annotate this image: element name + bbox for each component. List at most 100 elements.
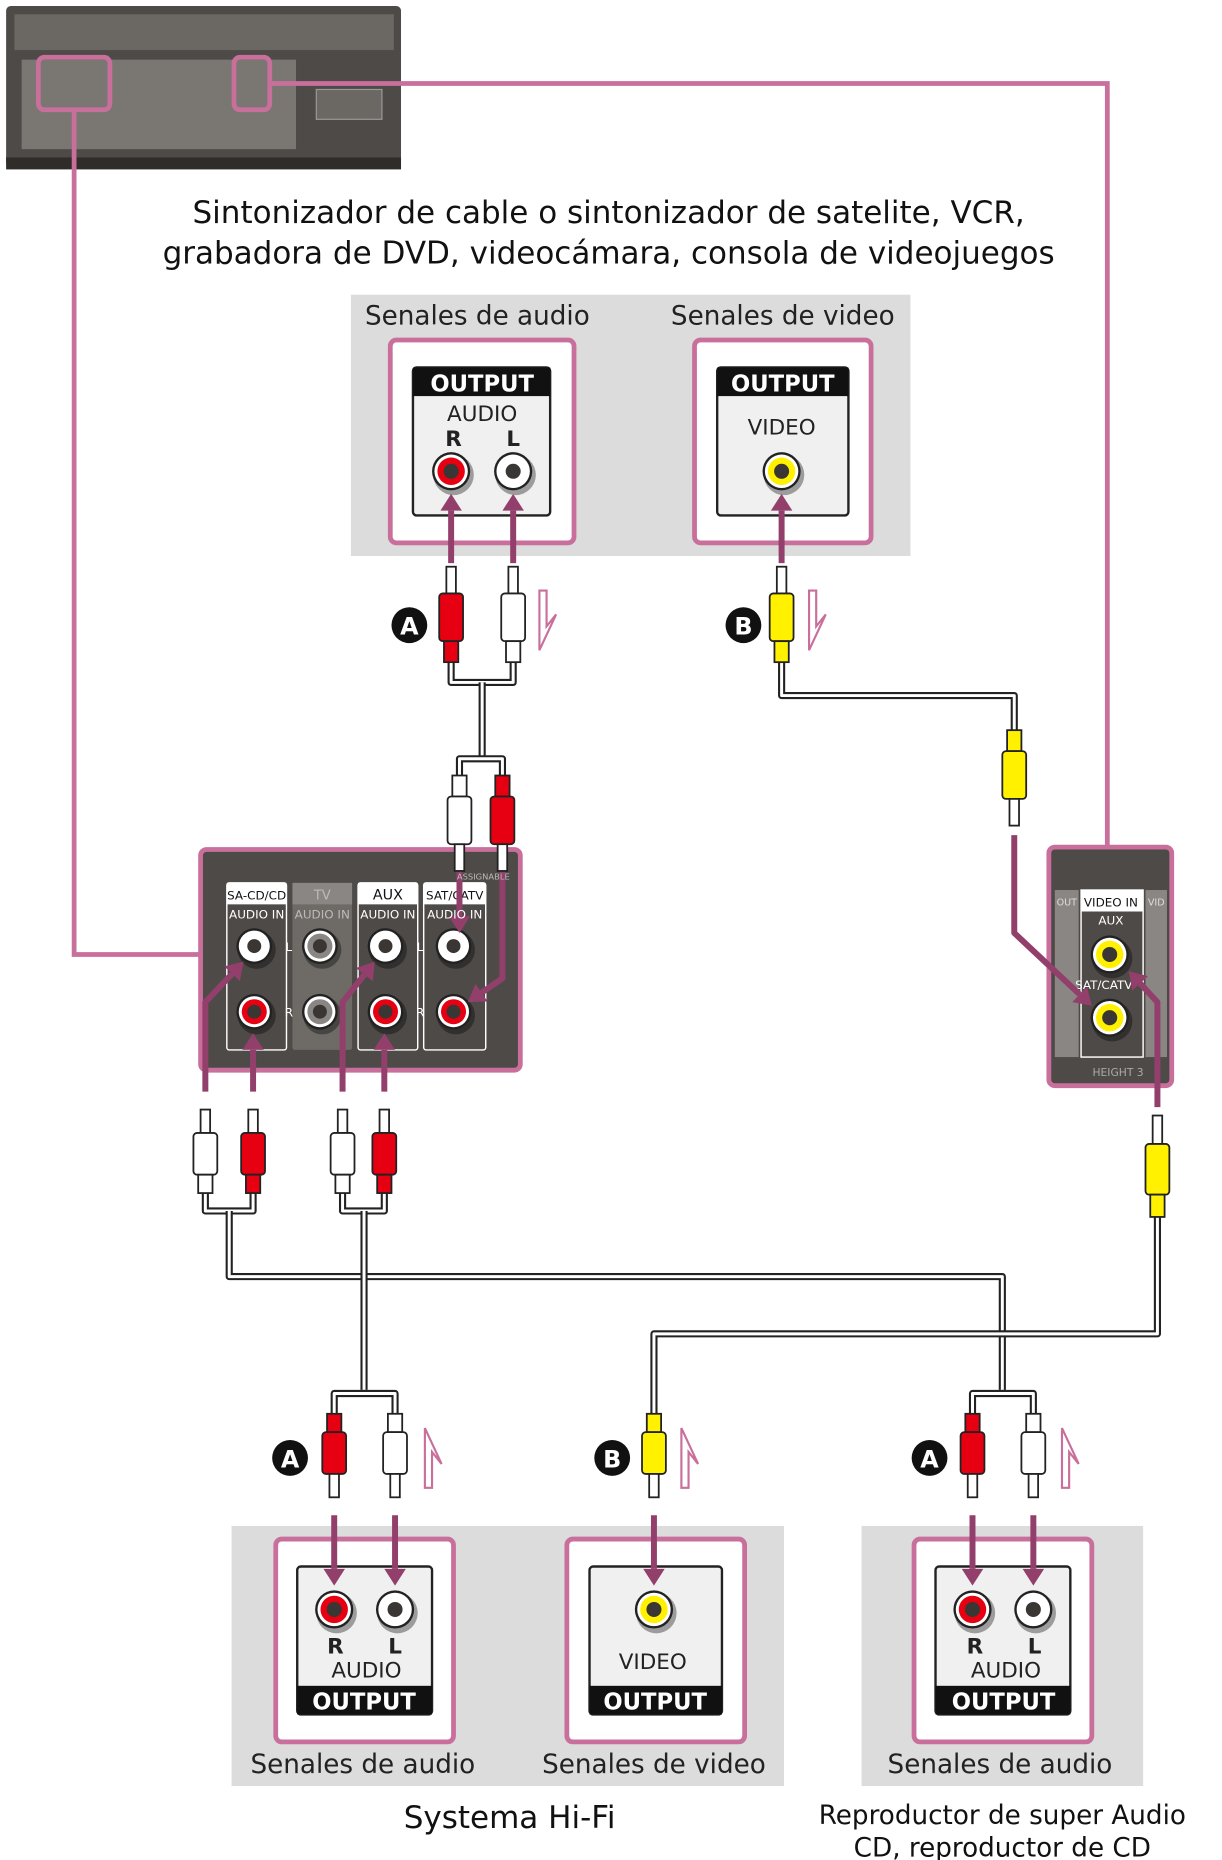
- output-header: OUTPUT: [312, 1690, 416, 1716]
- yellow-jack: [1090, 998, 1133, 1042]
- hifi-caption: Systema Hi-Fi: [404, 1800, 616, 1836]
- svg-text:A: A: [920, 1445, 939, 1473]
- output-header: OUTPUT: [731, 371, 835, 397]
- red-plug: [959, 1412, 986, 1499]
- video-in-label: VIDEO IN: [1084, 896, 1138, 910]
- red-jack: [315, 1590, 357, 1634]
- video-label: VIDEO: [748, 415, 816, 440]
- white-plug: [1020, 1412, 1047, 1499]
- cable: [968, 1389, 1037, 1414]
- inactive-jack: [301, 993, 342, 1035]
- connection-arrow: [502, 493, 524, 564]
- r-label: R: [967, 1635, 984, 1660]
- red-jack: [953, 1590, 996, 1634]
- cd-caption-1: Reproductor de super Audio: [819, 1801, 1186, 1831]
- yellow-jack: [634, 1590, 677, 1634]
- title-line-1: Sintonizador de cable o sintonizador de …: [193, 195, 1025, 231]
- connection-arrow: [339, 961, 375, 1092]
- white-plug: [192, 1108, 219, 1194]
- yellow-plug: [641, 1412, 667, 1499]
- audio-label: AUDIO: [971, 1658, 1041, 1683]
- output-header: OUTPUT: [952, 1690, 1056, 1716]
- highlight-line-video: [269, 81, 1110, 848]
- connection-arrow: [1011, 835, 1092, 1006]
- audio-in-label: AUDIO IN: [229, 908, 284, 922]
- connection-arrow: [643, 1515, 665, 1586]
- signal-flow-icon: [538, 589, 558, 651]
- yellow-jack: [1090, 935, 1133, 979]
- signal-flow-icon: [807, 589, 827, 651]
- red-jack: [367, 993, 407, 1035]
- white-plug: [446, 774, 473, 872]
- connection-arrow: [448, 870, 471, 933]
- input-aux-label: AUX: [373, 888, 403, 904]
- assignable-label: ASSIGNABLE: [457, 871, 510, 881]
- r-label: R: [285, 1005, 293, 1019]
- red-jack: [432, 452, 474, 496]
- sat-catv-label: SAT/CATV: [1075, 978, 1133, 992]
- r-label: R: [416, 1005, 424, 1019]
- cable: [201, 1193, 257, 1215]
- highlight-line-audio: [71, 109, 201, 957]
- output-header: OUTPUT: [430, 371, 534, 397]
- red-jack: [435, 993, 475, 1035]
- red-plug: [489, 774, 516, 872]
- badge-a: A: [272, 1440, 308, 1476]
- l-label: L: [417, 940, 424, 954]
- white-plug: [500, 565, 526, 664]
- white-jack: [236, 928, 276, 969]
- connection-arrow: [467, 870, 506, 1003]
- audio-label: AUDIO: [331, 1658, 401, 1683]
- vid-tab-label: VID: [1148, 898, 1165, 909]
- cd-audio-output: OUTPUT AUDIO R L: [911, 1536, 1095, 1745]
- white-plug: [329, 1108, 356, 1194]
- jacks: [236, 452, 1133, 1634]
- svg-text:A: A: [281, 1445, 300, 1473]
- source-audio-label: Senales de audio: [365, 302, 590, 332]
- source-audio-output: OUTPUT AUDIO R L: [387, 337, 577, 546]
- out-tab-label: OUT: [1057, 898, 1077, 909]
- white-jack: [375, 1590, 418, 1634]
- arrows: [202, 493, 1161, 1586]
- yellow-plug: [1144, 1114, 1171, 1218]
- red-plug: [321, 1412, 348, 1499]
- cable: [650, 1216, 1162, 1414]
- audio-label: AUDIO: [447, 402, 517, 427]
- l-label: L: [1028, 1635, 1042, 1660]
- l-label: L: [506, 427, 520, 452]
- cable: [455, 755, 507, 776]
- connection-arrow: [1022, 1515, 1045, 1586]
- white-plug: [382, 1412, 408, 1499]
- connection-arrow: [384, 1515, 406, 1586]
- svg-text:B: B: [734, 613, 752, 641]
- signal-flow-icon: [680, 1427, 700, 1489]
- red-plug: [438, 565, 464, 664]
- red-plug: [371, 1108, 398, 1194]
- connection-arrow: [961, 1515, 984, 1586]
- input-sa-cd-label: SA-CD/CD: [227, 889, 286, 903]
- hifi-audio-output: OUTPUT AUDIO R L: [273, 1536, 456, 1745]
- output-header: OUTPUT: [603, 1690, 707, 1716]
- cables: [201, 662, 1162, 1414]
- input-tv-label: TV: [313, 889, 331, 904]
- red-jack: [236, 993, 276, 1035]
- av-receiver-rear: [6, 5, 402, 170]
- red-plug: [240, 1108, 266, 1194]
- badge-b: B: [594, 1440, 631, 1476]
- signal-flow-icon: [1060, 1427, 1080, 1489]
- audio-in-label: AUDIO IN: [295, 908, 350, 922]
- white-jack: [435, 928, 475, 969]
- video-label: VIDEO: [619, 1650, 687, 1675]
- r-label: R: [327, 1635, 344, 1660]
- cd-audio-label: Senales de audio: [888, 1750, 1113, 1780]
- hifi-audio-label: Senales de audio: [250, 1750, 475, 1780]
- connection-arrow: [323, 1515, 345, 1586]
- svg-text:A: A: [400, 613, 419, 641]
- hifi-video-label: Senales de video: [542, 1750, 766, 1780]
- cable: [330, 1389, 399, 1414]
- yellow-plug: [768, 565, 795, 664]
- white-jack: [494, 452, 536, 496]
- source-video-label: Senales de video: [671, 302, 895, 332]
- hifi-video-output: OUTPUT VIDEO: [564, 1536, 748, 1745]
